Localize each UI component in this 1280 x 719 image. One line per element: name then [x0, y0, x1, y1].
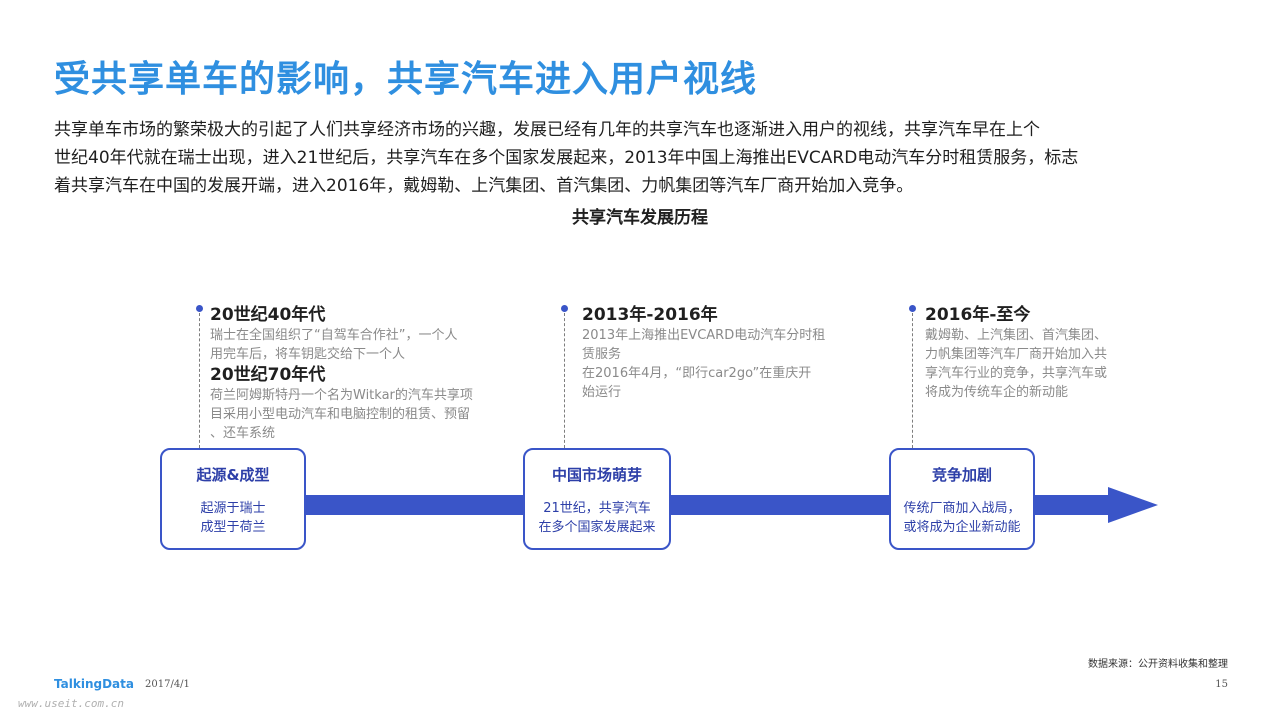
- period-text-line: 始运行: [582, 385, 622, 400]
- connector-line-3: [912, 313, 913, 448]
- connector-dot-1: [196, 305, 203, 312]
- watermark: www.useit.com.cn: [18, 697, 124, 710]
- stage-desc-line: 起源于瑞士: [200, 501, 266, 516]
- intro-line: 世纪40年代就在瑞士出现，进入21世纪后，共享汽车在多个国家发展起来，2013年…: [54, 148, 1079, 168]
- stage-desc: 起源于瑞士 成型于荷兰: [162, 499, 304, 537]
- footer-date: 2017/4/1: [145, 679, 190, 690]
- diagram-title: 共享汽车发展历程: [572, 208, 708, 228]
- stage-desc: 传统厂商加入战局， 或将成为企业新动能: [891, 499, 1033, 537]
- stage-desc: 21世纪，共享汽车 在多个国家发展起来: [525, 499, 669, 537]
- intro-paragraph: 共享单车市场的繁荣极大的引起了人们共享经济市场的兴趣，发展已经有几年的共享汽车也…: [54, 116, 1229, 200]
- page-title: 受共享单车的影响，共享汽车进入用户视线: [54, 59, 758, 100]
- period-text-line: 在2016年4月，“即行car2go”在重庆开: [582, 366, 812, 381]
- period-1940s: 20世纪40年代 瑞士在全国组织了“自驾车合作社”，一个人 用完车后，将车钥匙交…: [210, 304, 473, 443]
- stage-desc-line: 成型于荷兰: [200, 520, 266, 535]
- period-2013-2016: 2013年-2016年 2013年上海推出EVCARD电动汽车分时租 赁服务 在…: [582, 304, 825, 402]
- stage-china-market: 中国市场萌芽 21世纪，共享汽车 在多个国家发展起来: [523, 448, 671, 550]
- period-text-line: 用完车后，将车钥匙交给下一个人: [210, 347, 406, 362]
- intro-line: 共享单车市场的繁荣极大的引起了人们共享经济市场的兴趣，发展已经有几年的共享汽车也…: [54, 120, 1040, 140]
- talkingdata-logo: TalkingData: [54, 677, 134, 691]
- timeline-arrowhead: [1108, 487, 1158, 523]
- stage-name: 中国市场萌芽: [551, 466, 642, 484]
- period-text: 荷兰阿姆斯特丹一个名为Witkar的汽车共享项 目采用小型电动汽车和电脑控制的租…: [210, 386, 473, 443]
- period-title: 20世纪40年代: [210, 305, 326, 325]
- stage-competition: 竞争加剧 传统厂商加入战局， 或将成为企业新动能: [889, 448, 1035, 550]
- stage-desc-line: 21世纪，共享汽车: [543, 501, 651, 516]
- stage-name: 竞争加剧: [931, 466, 992, 484]
- period-title: 2016年-至今: [925, 305, 1031, 325]
- stage-desc-line: 在多个国家发展起来: [538, 520, 656, 535]
- stage-desc-line: 或将成为企业新动能: [903, 520, 1021, 535]
- period-text-line: 目采用小型电动汽车和电脑控制的租赁、预留: [210, 407, 471, 422]
- period-title: 2013年-2016年: [582, 305, 718, 325]
- connector-dot-2: [561, 305, 568, 312]
- connector-line-2: [564, 313, 565, 448]
- stage-desc-line: 传统厂商加入战局，: [903, 501, 1021, 516]
- stage-origin: 起源&成型 起源于瑞士 成型于荷兰: [160, 448, 306, 550]
- stage-name: 起源&成型: [196, 466, 270, 484]
- period-text-line: 瑞士在全国组织了“自驾车合作社”，一个人: [210, 328, 458, 343]
- period-text: 瑞士在全国组织了“自驾车合作社”，一个人 用完车后，将车钥匙交给下一个人: [210, 326, 473, 364]
- data-source: 数据来源：公开资料收集和整理: [1088, 659, 1228, 670]
- period-2016-now: 2016年-至今 戴姆勒、上汽集团、首汽集团、 力帆集团等汽车厂商开始加入共 享…: [925, 304, 1107, 402]
- period-text-line: 、还车系统: [210, 426, 276, 441]
- intro-line: 着共享汽车在中国的发展开端，进入2016年，戴姆勒、上汽集团、首汽集团、力帆集团…: [54, 176, 914, 196]
- period-title-1970s: 20世纪70年代: [210, 365, 326, 385]
- page-number: 15: [1215, 679, 1228, 690]
- connector-dot-3: [909, 305, 916, 312]
- period-text-line: 将成为传统车企的新动能: [925, 385, 1069, 400]
- period-text-line: 荷兰阿姆斯特丹一个名为Witkar的汽车共享项: [210, 388, 473, 403]
- connector-line-1: [199, 313, 200, 448]
- period-text-line: 享汽车行业的竞争，共享汽车或: [925, 366, 1108, 381]
- period-text: 戴姆勒、上汽集团、首汽集团、 力帆集团等汽车厂商开始加入共 享汽车行业的竞争，共…: [925, 326, 1107, 402]
- period-text-line: 力帆集团等汽车厂商开始加入共: [925, 347, 1108, 362]
- period-text: 2013年上海推出EVCARD电动汽车分时租 赁服务 在2016年4月，“即行c…: [582, 326, 825, 402]
- period-text-line: 戴姆勒、上汽集团、首汽集团、: [925, 328, 1108, 343]
- period-text-line: 赁服务: [582, 347, 622, 362]
- period-text-line: 2013年上海推出EVCARD电动汽车分时租: [582, 328, 826, 343]
